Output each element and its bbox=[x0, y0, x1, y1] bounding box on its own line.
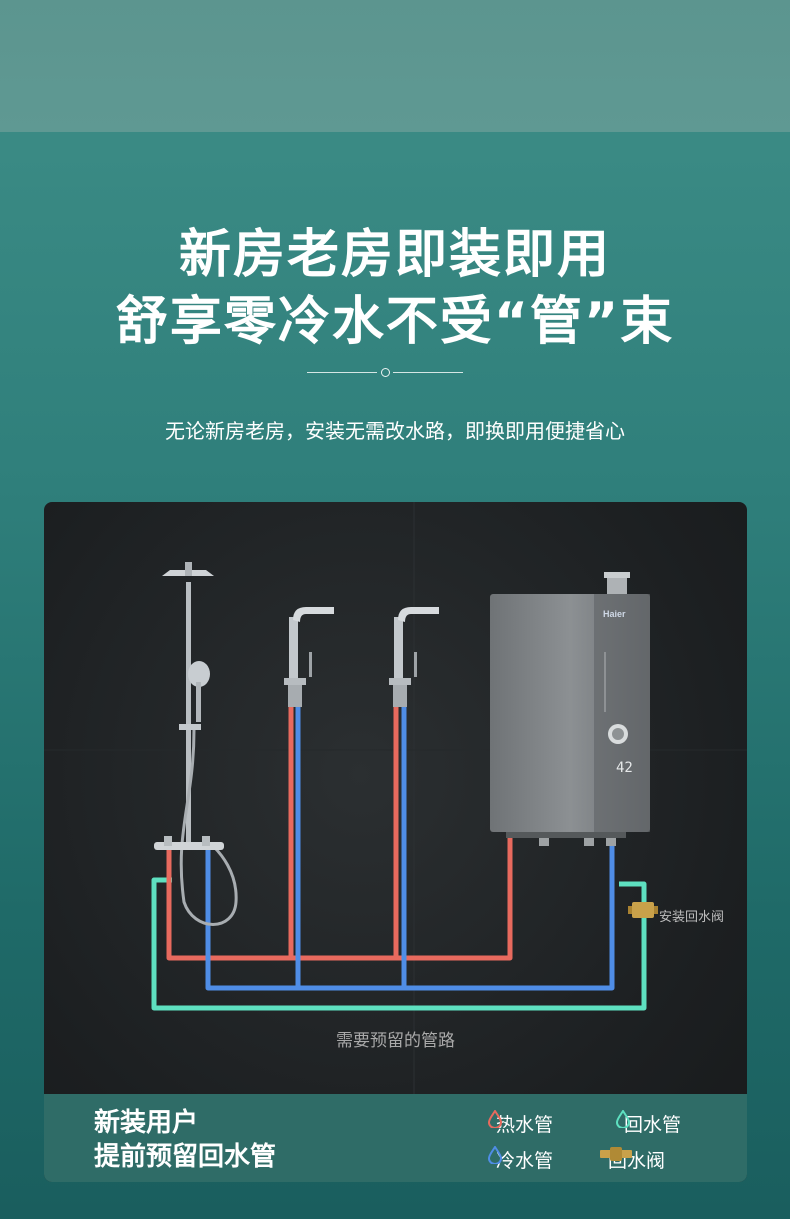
red-drop-icon bbox=[488, 1110, 502, 1128]
faucet-1 bbox=[284, 607, 334, 707]
reserved-pipes-label: 需要预留的管路 bbox=[336, 1031, 455, 1051]
hot-water-pipe bbox=[166, 834, 513, 961]
heater-display-digits: 42 bbox=[616, 760, 633, 776]
headline-line-1: 新房老房即装即用 bbox=[178, 225, 611, 285]
gold-valve-icon bbox=[600, 1147, 632, 1161]
green-drop-icon bbox=[616, 1110, 630, 1128]
headline-line-2: 舒享零冷水不受“管”束 bbox=[115, 292, 675, 352]
legend-cold-pipe-label: 冷水管 bbox=[496, 1150, 554, 1172]
shower-system bbox=[154, 562, 238, 926]
subtitle: 无论新房老房，安装无需改水路，即换即用便捷省心 bbox=[165, 419, 625, 443]
decorative-divider bbox=[307, 368, 463, 377]
faucet-2 bbox=[389, 607, 439, 707]
top-band bbox=[0, 0, 790, 132]
divider-right-line bbox=[393, 372, 463, 373]
legend-hot-pipe: 热水管 bbox=[488, 1110, 553, 1137]
divider-dot bbox=[381, 368, 390, 377]
installation-diagram: 42 Haier bbox=[44, 502, 747, 1094]
blue-drop-icon bbox=[488, 1146, 502, 1164]
footer-title-line-2: 提前预留回水管 bbox=[94, 1142, 277, 1172]
valve-callout-label: 安装回水阀 bbox=[659, 910, 725, 925]
water-heater: 42 bbox=[490, 572, 650, 846]
legend-hot-pipe-label: 热水管 bbox=[496, 1114, 554, 1136]
legend-return-pipe: 回水管 bbox=[616, 1110, 681, 1137]
return-water-pipe bbox=[151, 877, 647, 1011]
legend-footer: 新装用户 提前预留回水管 热水管 回水管 冷水管 回水阀 bbox=[44, 1094, 747, 1182]
divider-left-line bbox=[307, 372, 377, 373]
legend-cold-pipe: 冷水管 bbox=[488, 1146, 553, 1173]
return-valve bbox=[628, 902, 658, 918]
footer-title-line-1: 新装用户 bbox=[94, 1108, 199, 1138]
legend-return-pipe-label: 回水管 bbox=[624, 1114, 682, 1136]
heater-brand-logo: Haier bbox=[603, 609, 626, 619]
cold-water-pipe bbox=[205, 836, 615, 991]
installation-diagram-panel: 42 Haier 安装回水阀 需要预留的管路 新装用户 提前预留回水管 热水管 … bbox=[44, 502, 747, 1182]
legend-return-valve: 回水阀 bbox=[600, 1146, 665, 1173]
